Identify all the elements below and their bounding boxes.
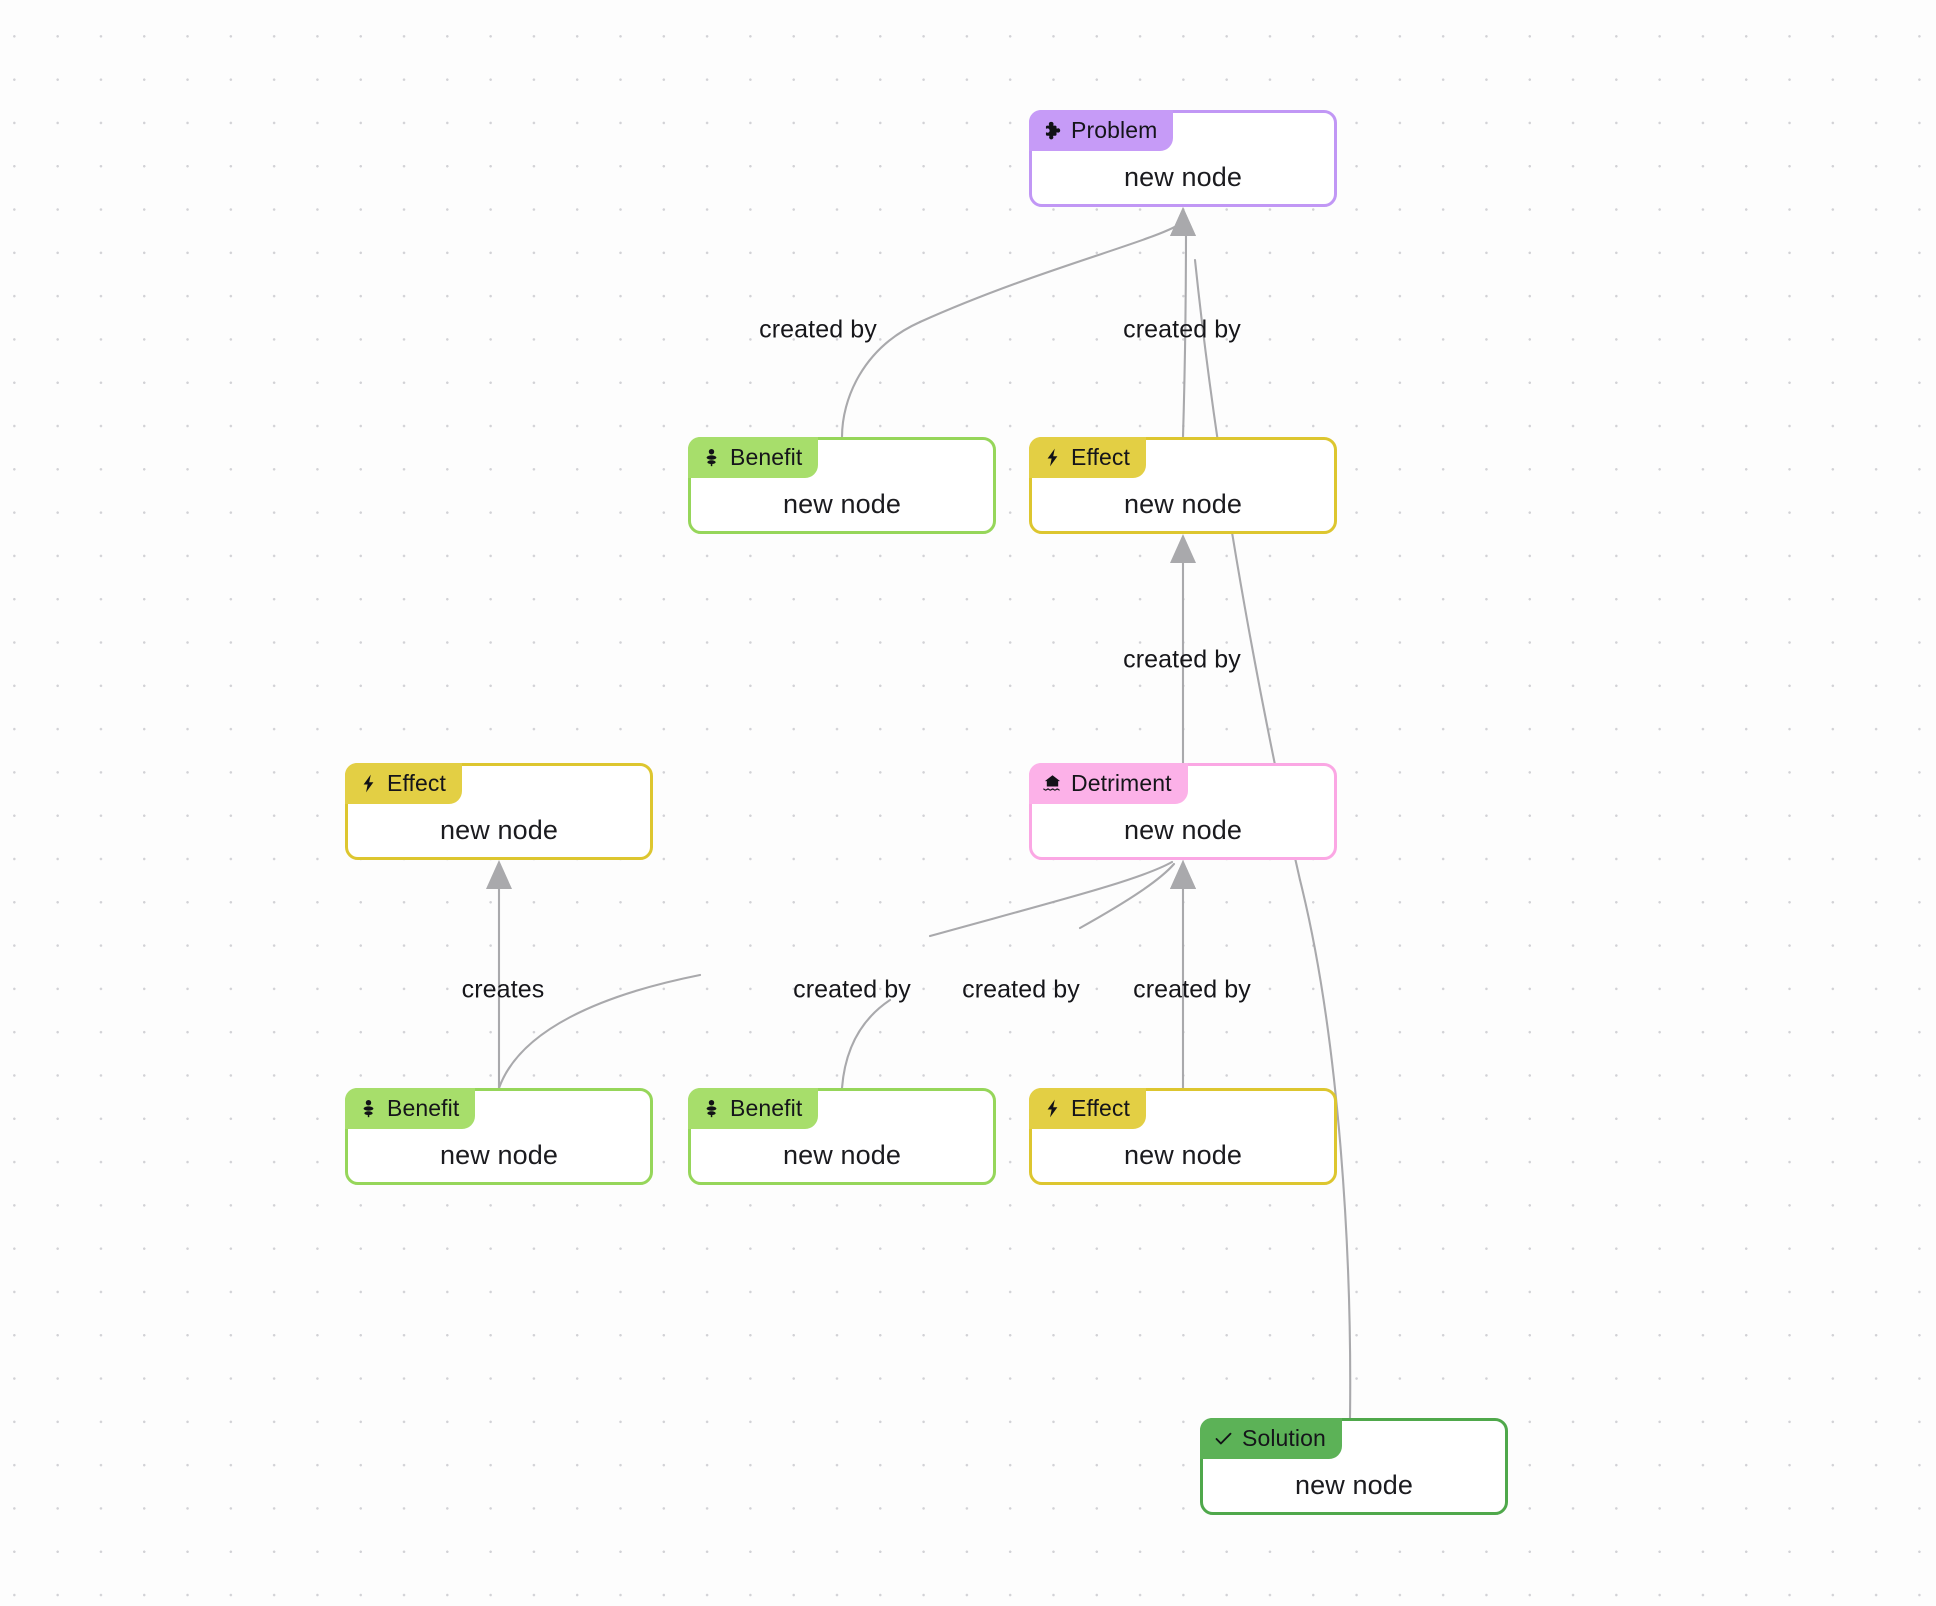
lightning-bolt-icon (1042, 1098, 1063, 1119)
node-badge-benefit: Benefit (688, 437, 819, 478)
node-type-label: Effect (1071, 444, 1130, 470)
edge-label-effect-c-to-detriment: created by (1133, 975, 1251, 1004)
node-type-label: Benefit (730, 444, 803, 470)
edge-label-benefit-b-to-detriment: created by (793, 975, 911, 1004)
node-benefit-c[interactable]: Benefit new node (688, 1088, 996, 1185)
node-badge-solution: Solution (1200, 1418, 1342, 1459)
flooded-house-icon (1042, 773, 1063, 794)
node-title: new node (1295, 1469, 1413, 1500)
node-type-label: Benefit (730, 1095, 803, 1121)
arrowhead-icon (1170, 860, 1196, 889)
edge-benefit-c-to-detriment (840, 860, 1196, 1090)
node-badge-effect: Effect (1029, 1088, 1146, 1129)
node-title: new node (1124, 488, 1242, 519)
node-solution[interactable]: Solution new node (1200, 1418, 1508, 1515)
sprout-flower-icon (358, 1098, 379, 1119)
node-effect-b[interactable]: Effect new node (345, 763, 653, 860)
arrowhead-icon (486, 860, 512, 889)
node-title: new node (783, 1139, 901, 1170)
edge-label-benefit-c-to-detriment: created by (962, 975, 1080, 1004)
node-title: new node (440, 814, 558, 845)
edge-effect-c-to-detriment (1170, 860, 1196, 1090)
check-icon (1213, 1428, 1234, 1449)
edge-benefit-b-to-detriment (497, 860, 1196, 1090)
node-effect-a[interactable]: Effect new node (1029, 437, 1337, 534)
node-type-label: Effect (387, 770, 446, 796)
edge-label-effect-a-to-problem: created by (1123, 315, 1241, 344)
sprout-flower-icon (701, 1098, 722, 1119)
lightning-bolt-icon (1042, 447, 1063, 468)
lightning-bolt-icon (358, 773, 379, 794)
edge-label-benefit-b-to-effect-b: creates (461, 975, 545, 1004)
puzzle-piece-icon (1042, 120, 1063, 141)
arrowhead-icon (1170, 860, 1196, 889)
node-badge-benefit: Benefit (688, 1088, 819, 1129)
node-badge-effect: Effect (345, 763, 462, 804)
node-benefit-a[interactable]: Benefit new node (688, 437, 996, 534)
arrowhead-icon (1170, 207, 1196, 236)
node-title: new node (1124, 814, 1242, 845)
node-type-label: Problem (1071, 117, 1158, 143)
node-detriment[interactable]: Detriment new node (1029, 763, 1337, 860)
arrowhead-icon (1170, 207, 1196, 236)
node-badge-effect: Effect (1029, 437, 1146, 478)
node-type-label: Solution (1242, 1425, 1326, 1451)
node-title: new node (1124, 1139, 1242, 1170)
node-effect-c[interactable]: Effect new node (1029, 1088, 1337, 1185)
sprout-flower-icon (701, 447, 722, 468)
node-benefit-b[interactable]: Benefit new node (345, 1088, 653, 1185)
node-type-label: Effect (1071, 1095, 1130, 1121)
node-type-label: Benefit (387, 1095, 460, 1121)
node-badge-detriment: Detriment (1029, 763, 1188, 804)
node-problem[interactable]: Problem new node (1029, 110, 1337, 207)
node-badge-problem: Problem (1029, 110, 1174, 151)
arrowhead-icon (1170, 534, 1196, 563)
node-title: new node (440, 1139, 558, 1170)
node-title: new node (783, 488, 901, 519)
node-badge-benefit: Benefit (345, 1088, 476, 1129)
edge-benefit-b-to-effect-b (486, 860, 512, 1090)
edge-label-benefit-a-to-problem: created by (759, 315, 877, 344)
node-title: new node (1124, 161, 1242, 192)
node-type-label: Detriment (1071, 770, 1172, 796)
arrowhead-icon (1170, 860, 1196, 889)
edge-label-detriment-to-effect-a: created by (1123, 645, 1241, 674)
